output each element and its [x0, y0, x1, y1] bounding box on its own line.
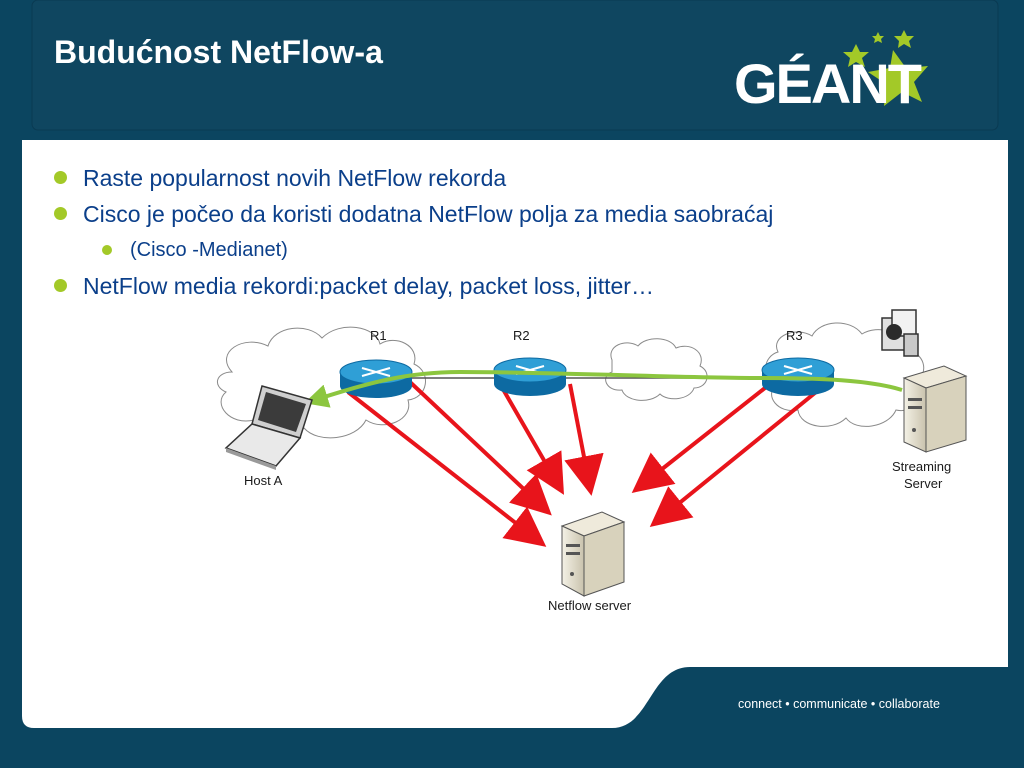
logo-wordmark: GÉANT: [734, 52, 922, 115]
router-icon: [339, 359, 413, 398]
host-a-label: Host A: [244, 473, 283, 488]
geant-logo: GÉANT: [728, 22, 958, 122]
netflow-export-arrows: [346, 380, 828, 547]
bullet-item: NetFlow media rekordi:packet delay, pack…: [54, 268, 773, 304]
router-label-r2: R2: [513, 328, 530, 343]
flow-arrow: [408, 380, 552, 516]
footer-tagline: connect • communicate • collaborate: [738, 697, 940, 711]
streaming-server-label: Server: [904, 476, 943, 491]
bullet-dot-icon: [54, 207, 67, 220]
flow-arrow: [498, 383, 564, 495]
bullet-text: Cisco je počeo da koristi dodatna NetFlo…: [83, 201, 774, 227]
bullet-dot-icon: [54, 171, 67, 184]
server-icon: [902, 365, 968, 453]
bullet-text: Raste popularnost novih NetFlow rekorda: [83, 165, 507, 191]
bullet-dot-icon: [54, 279, 67, 292]
star-icon: [843, 30, 928, 106]
bullet-dot-icon: [102, 245, 112, 255]
bullet-text: (Cisco -Medianet): [130, 239, 288, 261]
bullet-item: Raste popularnost novih NetFlow rekorda: [54, 160, 773, 196]
streaming-server-label: Streaming: [892, 459, 951, 474]
bullet-item: Cisco je počeo da koristi dodatna NetFlo…: [54, 196, 773, 232]
router-icon: [493, 357, 567, 396]
slide-title: Budućnost NetFlow-a: [54, 34, 383, 70]
flow-arrow: [649, 382, 828, 528]
bullet-list: Raste popularnost novih NetFlow rekorda …: [54, 160, 773, 304]
media-stream-path: [304, 369, 903, 408]
laptop-icon: [224, 385, 313, 470]
cloud-icon: [605, 338, 708, 401]
router-label-r3: R3: [786, 328, 803, 343]
flow-arrow: [346, 390, 547, 547]
bullet-text: NetFlow media rekordi:packet delay, pack…: [83, 273, 654, 299]
flow-arrow: [564, 383, 604, 496]
server-icon: [560, 511, 626, 597]
router-label-r1: R1: [370, 328, 387, 343]
video-camera-icon: [881, 309, 919, 357]
bullet-subitem: (Cisco -Medianet): [54, 232, 773, 268]
netflow-server-label: Netflow server: [548, 598, 632, 613]
flow-arrow: [631, 382, 772, 493]
